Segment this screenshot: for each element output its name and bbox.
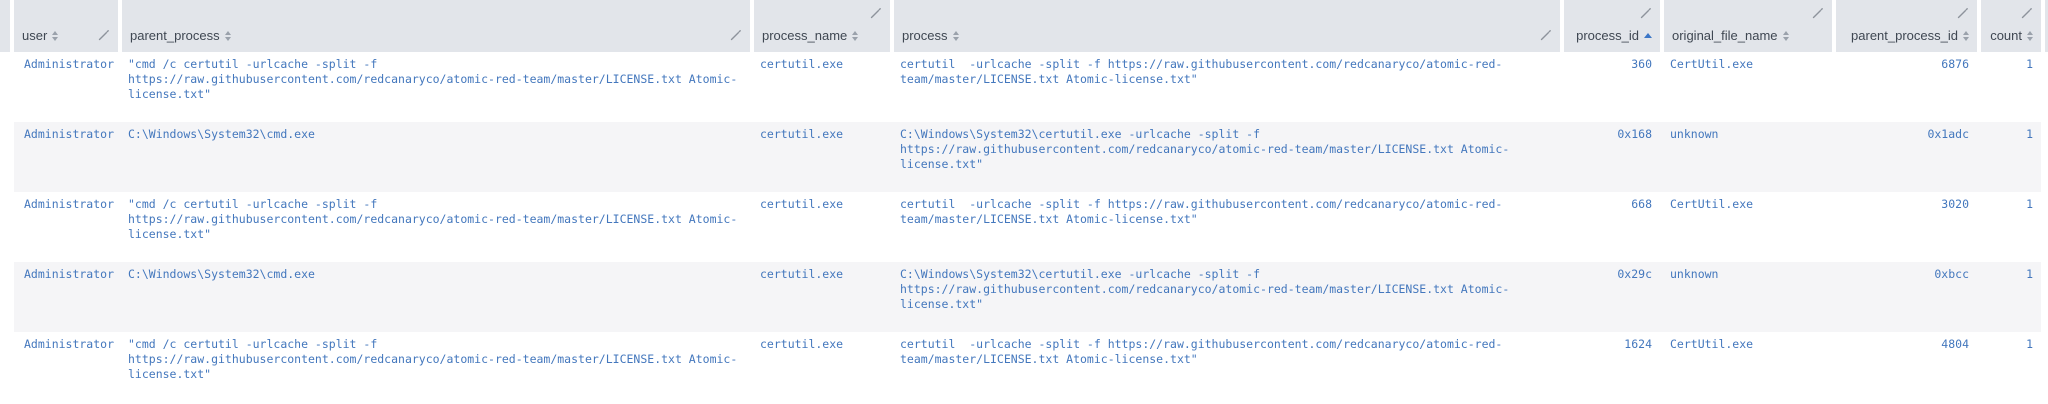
cell-original-file-name[interactable]: CertUtil.exe: [1670, 337, 1754, 351]
cell-process-id[interactable]: 668: [1631, 197, 1652, 211]
cell-process-id[interactable]: 0x168: [1560, 122, 1660, 192]
sort-icon[interactable]: [1963, 30, 1969, 41]
cell-user[interactable]: Administrator: [24, 197, 115, 211]
cell-process-name[interactable]: certutil.exe: [760, 197, 844, 211]
scrolled-column-fragment-right: [2045, 0, 2048, 52]
cell-parent-process[interactable]: "cmd /c certutil -urlcache -split -f htt…: [128, 337, 738, 381]
cell-parent-process[interactable]: "cmd /c certutil -urlcache -split -f htt…: [128, 57, 738, 101]
cell-user[interactable]: Administrator: [14, 262, 118, 332]
column-header-count[interactable]: count: [1977, 0, 2041, 52]
column-header-parent-process-id[interactable]: parent_process_id: [1832, 0, 1977, 52]
sort-icon[interactable]: [2027, 30, 2033, 41]
edit-column-pencil-icon[interactable]: [1811, 7, 1824, 20]
sort-ascending-icon[interactable]: [1644, 33, 1652, 38]
cell-process[interactable]: C:\Windows\System32\certutil.exe -urlcac…: [890, 262, 1560, 332]
edit-column-pencil-icon[interactable]: [2020, 7, 2033, 20]
cell-parent-process-id[interactable]: 4804: [1941, 337, 1969, 351]
column-label: parent_process_id: [1851, 28, 1958, 43]
column-label: user: [22, 28, 48, 43]
cell-parent-process-id[interactable]: 0xbcc: [1832, 262, 1977, 332]
results-table: user parent_process process_name process…: [14, 0, 2041, 402]
cell-count[interactable]: 1: [1977, 122, 2041, 192]
cell-process-id[interactable]: 360: [1631, 57, 1652, 71]
column-label: process: [902, 28, 948, 43]
cell-process-id[interactable]: 0x29c: [1560, 262, 1660, 332]
column-header-process-name[interactable]: process_name: [750, 0, 890, 52]
cell-user[interactable]: Administrator: [14, 122, 118, 192]
column-label: original_file_name: [1672, 28, 1778, 43]
sort-icon[interactable]: [52, 30, 59, 41]
cell-parent-process[interactable]: "cmd /c certutil -urlcache -split -f htt…: [128, 197, 738, 241]
cell-count[interactable]: 1: [2026, 197, 2033, 211]
sort-icon[interactable]: [224, 30, 231, 41]
column-header-process[interactable]: process: [890, 0, 1560, 52]
edit-column-pencil-icon[interactable]: [869, 7, 882, 20]
cell-count[interactable]: 1: [1977, 262, 2041, 332]
cell-count[interactable]: 1: [2026, 57, 2033, 71]
cell-original-file-name[interactable]: CertUtil.exe: [1670, 197, 1754, 211]
cell-process[interactable]: certutil -urlcache -split -f https://raw…: [900, 57, 1503, 86]
cell-process[interactable]: certutil -urlcache -split -f https://raw…: [900, 337, 1503, 366]
cell-original-file-name[interactable]: unknown: [1660, 262, 1832, 332]
cell-parent-process-id[interactable]: 0x1adc: [1832, 122, 1977, 192]
table-row: Administrator C:\Windows\System32\cmd.ex…: [14, 122, 2041, 192]
cell-process-name[interactable]: certutil.exe: [760, 337, 844, 351]
cell-process[interactable]: C:\Windows\System32\certutil.exe -urlcac…: [890, 122, 1560, 192]
edit-column-pencil-icon[interactable]: [1539, 29, 1552, 42]
edit-column-pencil-icon[interactable]: [1956, 7, 1969, 20]
table-row: Administrator C:\Windows\System32\cmd.ex…: [14, 262, 2041, 332]
edit-column-pencil-icon[interactable]: [97, 29, 110, 42]
column-label: count: [1990, 28, 2022, 43]
cell-parent-process[interactable]: C:\Windows\System32\cmd.exe: [118, 262, 750, 332]
scrolled-column-fragment-left: [0, 0, 10, 52]
column-label: process_name: [762, 28, 848, 43]
column-label: parent_process: [130, 28, 220, 43]
cell-parent-process-id[interactable]: 3020: [1941, 197, 1969, 211]
cell-original-file-name[interactable]: CertUtil.exe: [1670, 57, 1754, 71]
sort-icon[interactable]: [1782, 30, 1789, 41]
cell-count[interactable]: 1: [2026, 337, 2033, 351]
column-header-parent-process[interactable]: parent_process: [118, 0, 750, 52]
edit-column-pencil-icon[interactable]: [729, 29, 742, 42]
cell-original-file-name[interactable]: unknown: [1660, 122, 1832, 192]
column-header-process-id[interactable]: process_id: [1560, 0, 1660, 52]
sort-icon[interactable]: [952, 30, 959, 41]
sort-icon[interactable]: [852, 30, 859, 41]
table-row: Administrator "cmd /c certutil -urlcache…: [14, 332, 2041, 402]
cell-process[interactable]: certutil -urlcache -split -f https://raw…: [900, 197, 1503, 226]
cell-parent-process[interactable]: C:\Windows\System32\cmd.exe: [118, 122, 750, 192]
cell-process-id[interactable]: 1624: [1624, 337, 1652, 351]
cell-process-name[interactable]: certutil.exe: [750, 262, 890, 332]
column-header-original-file-name[interactable]: original_file_name: [1660, 0, 1832, 52]
cell-user[interactable]: Administrator: [24, 57, 115, 71]
cell-user[interactable]: Administrator: [24, 337, 115, 351]
column-header-user[interactable]: user: [14, 0, 118, 52]
cell-process-name[interactable]: certutil.exe: [750, 122, 890, 192]
table-row: Administrator "cmd /c certutil -urlcache…: [14, 52, 2041, 122]
cell-process-name[interactable]: certutil.exe: [760, 57, 844, 71]
cell-parent-process-id[interactable]: 6876: [1941, 57, 1969, 71]
header-row: user parent_process process_name process…: [14, 0, 2041, 52]
table-row: Administrator "cmd /c certutil -urlcache…: [14, 192, 2041, 262]
edit-column-pencil-icon[interactable]: [1639, 7, 1652, 20]
column-label: process_id: [1576, 28, 1639, 43]
